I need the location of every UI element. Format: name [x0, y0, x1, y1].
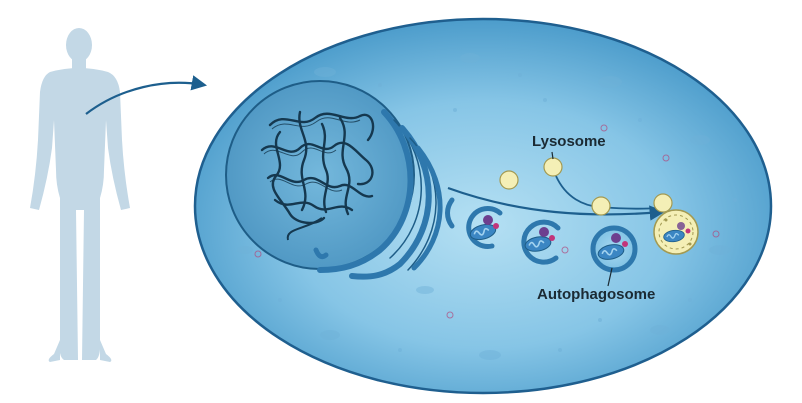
phagophore-stage: [445, 197, 455, 229]
nucleus-icon: [225, 80, 415, 270]
autophagosome-stage-1: [466, 206, 503, 249]
lysosome-label: Lysosome: [532, 133, 606, 150]
autolysosome-icon: [653, 209, 699, 255]
autophagosome-icon: [590, 225, 638, 273]
human-silhouette-icon: [30, 28, 130, 362]
endoplasmic-reticulum: [313, 109, 443, 280]
autophagosome-leader: [607, 267, 613, 287]
lysosome-icon: [499, 157, 673, 216]
lysosome-leader: [551, 151, 554, 160]
autophagosome-stage-2: [521, 219, 561, 265]
human-to-cell-arrow: [85, 75, 208, 115]
dna-chromatin: [260, 110, 375, 225]
pathway-arrow: [447, 186, 666, 221]
autophagosome-label: Autophagosome: [537, 286, 655, 303]
